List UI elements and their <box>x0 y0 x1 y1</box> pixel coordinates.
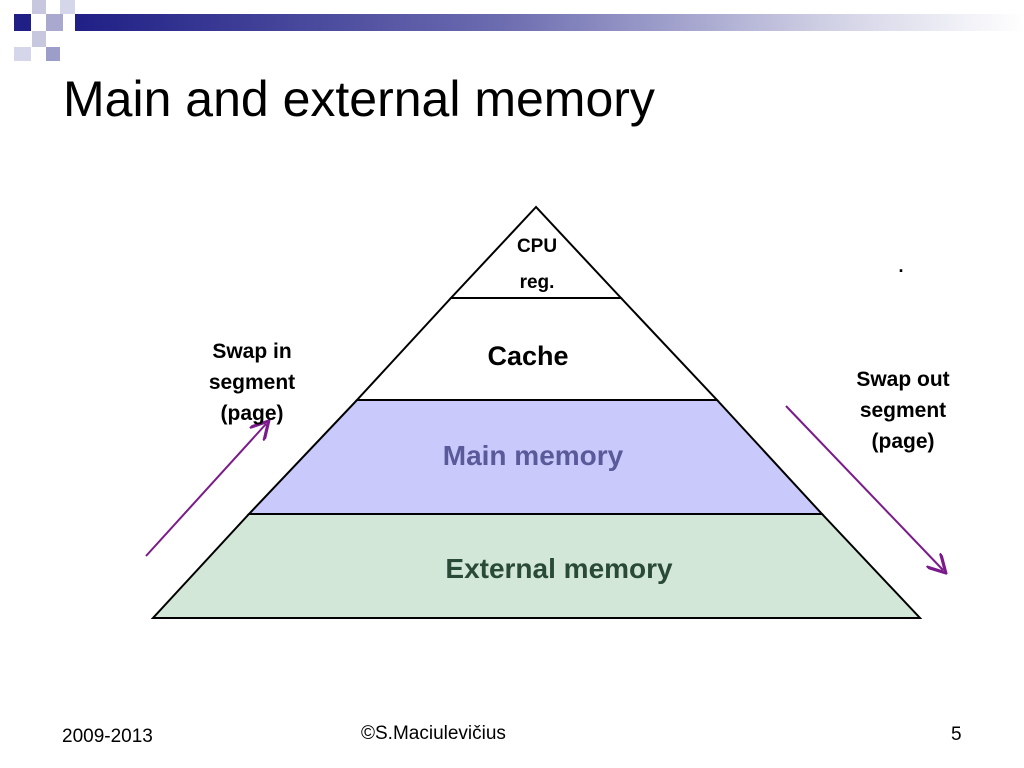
footer-years: 2009-2013 <box>62 726 153 747</box>
swap-in-label-line-2: segment <box>209 371 295 394</box>
level-external-memory <box>150 513 923 619</box>
level-label-cpu: CPU <box>517 236 557 257</box>
swap-in-label-line-1: Swap in <box>212 340 291 363</box>
swap-out-label-line-1: Swap out <box>856 368 949 391</box>
level-label-cache: Cache <box>487 341 568 371</box>
swap-out-label-line-2: segment <box>860 399 946 422</box>
header-gradient-bar <box>75 14 1024 31</box>
deco-square <box>14 47 31 61</box>
slide-title: Main and external memory <box>63 71 655 127</box>
deco-square <box>46 47 60 61</box>
footer-author: ©S.Maciulevičius <box>361 723 506 744</box>
swap-in-arrow <box>145 424 266 557</box>
swap-out-label-line-3: (page) <box>872 430 935 453</box>
deco-square <box>14 14 31 31</box>
level-label-main-memory: Main memory <box>443 440 624 471</box>
deco-square <box>60 0 75 14</box>
deco-square <box>46 14 63 31</box>
decorative-squares <box>0 0 120 80</box>
level-label-reg: reg. <box>520 272 555 293</box>
swap-in-label-line-3: (page) <box>221 402 284 425</box>
swap-out-arrow <box>785 405 943 570</box>
stray-mark: . <box>898 256 903 276</box>
level-label-external-memory: External memory <box>445 553 673 584</box>
footer-page-number: 5 <box>951 724 962 745</box>
deco-square <box>32 0 46 14</box>
deco-square <box>32 31 46 47</box>
